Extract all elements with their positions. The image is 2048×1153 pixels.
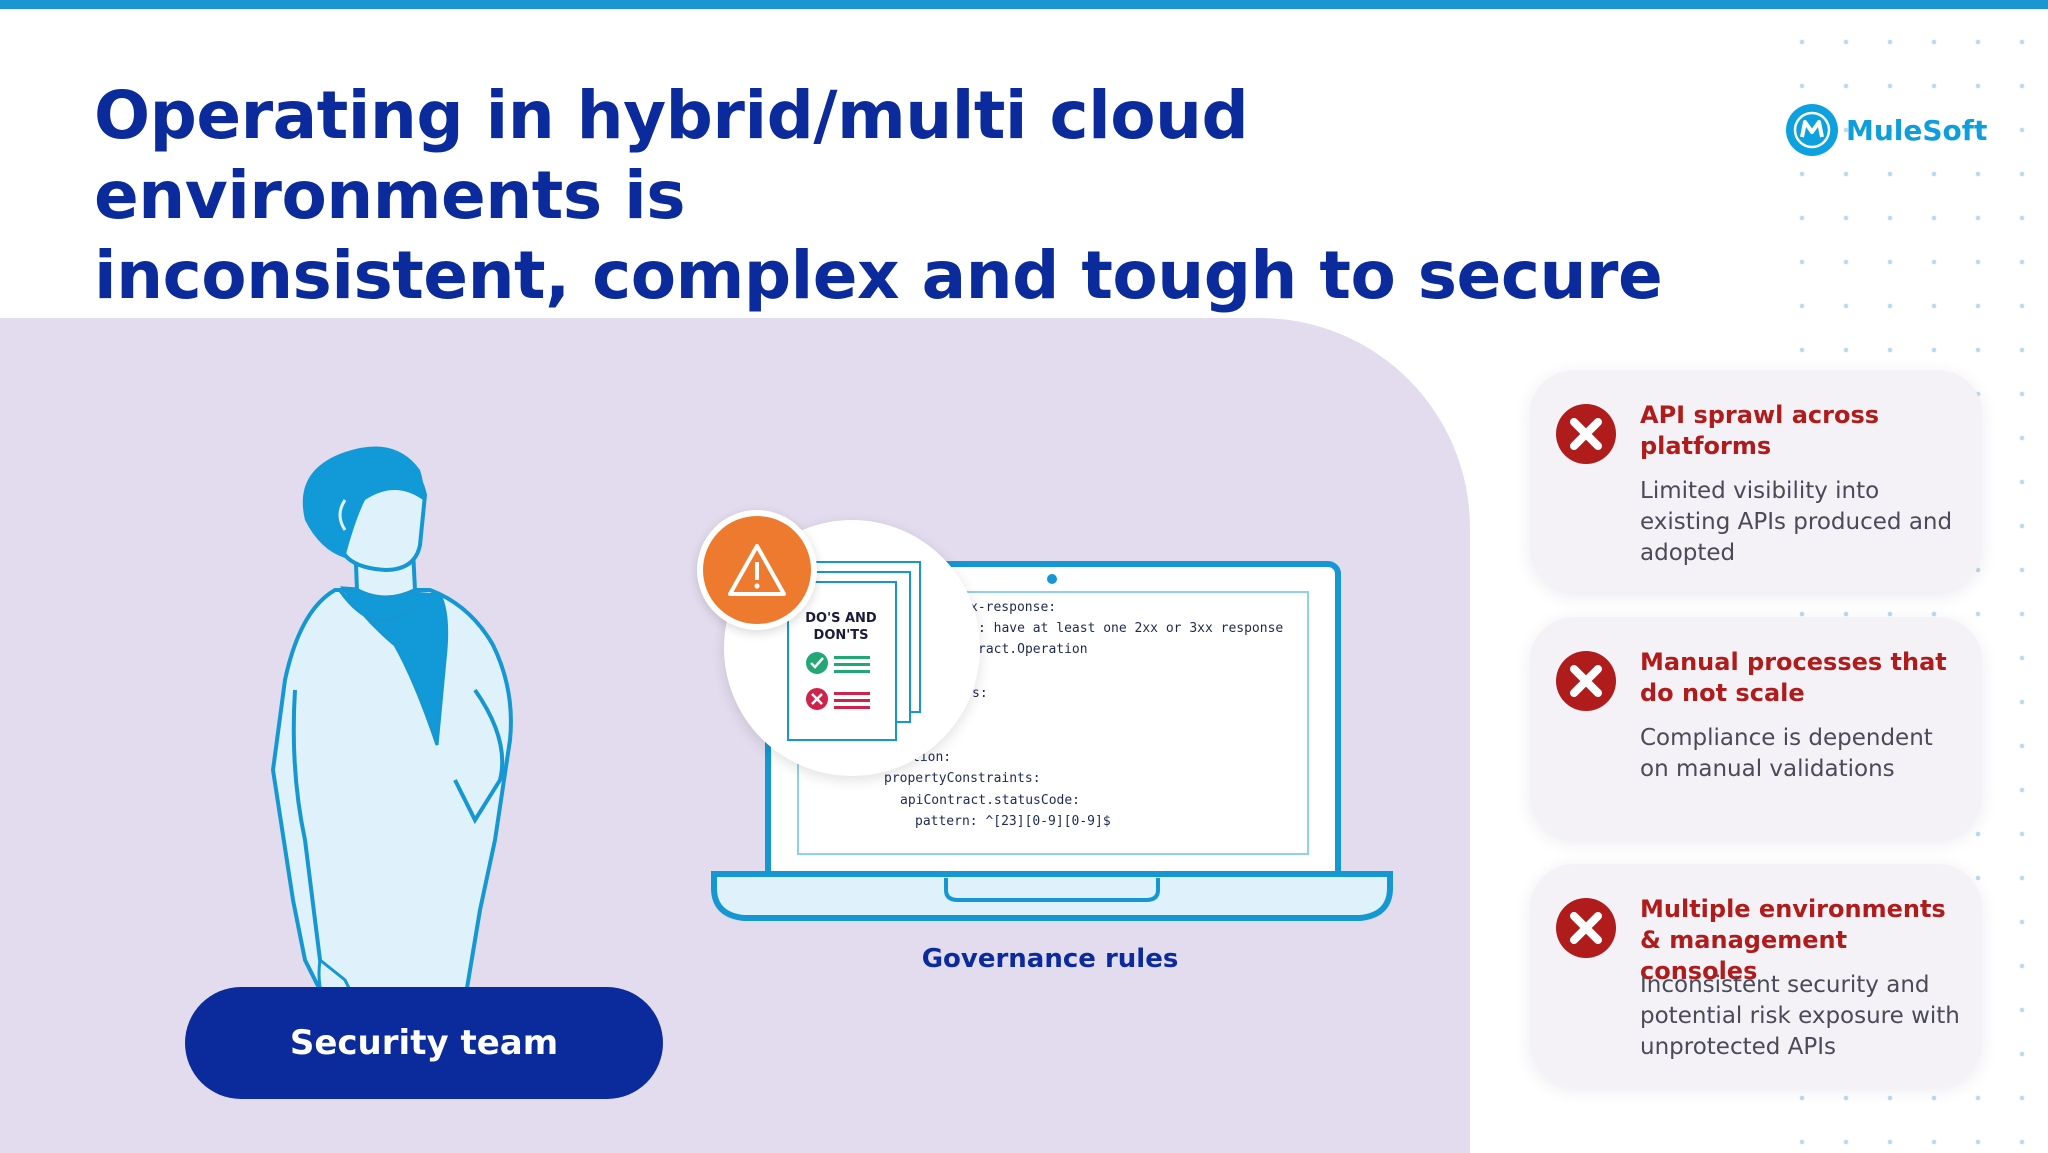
issue-card-description: Inconsistent security and potential risk… bbox=[1640, 972, 1960, 1060]
x-icon bbox=[1556, 651, 1616, 711]
code-line-4: s: bbox=[972, 686, 988, 701]
issue-card-title: Multiple environments & management conso… bbox=[1640, 895, 1946, 985]
dos-donts-title-line-2: DON'TS bbox=[813, 628, 869, 643]
mulesoft-logo: MuleSoft bbox=[1786, 104, 1987, 156]
code-line-2: : have at least one 2xx or 3xx response bbox=[978, 621, 1284, 636]
code-line-8: pattern: ^[23][0-9][0-9]$ bbox=[915, 814, 1111, 829]
code-line-3: ract.Operation bbox=[978, 642, 1088, 657]
issue-card-title: Manual processes that do not scale bbox=[1640, 648, 1947, 707]
page-title-line-1: Operating in hybrid/multi cloud environm… bbox=[94, 77, 1249, 234]
code-line-7: apiContract.statusCode: bbox=[900, 793, 1081, 808]
issue-card-multiple-environments: Multiple environments & management conso… bbox=[1530, 864, 1982, 1086]
code-line-1: x-response: bbox=[970, 600, 1057, 615]
dos-donts-document: DO'S AND DON'TS bbox=[724, 520, 980, 776]
dos-donts-title: DO'S AND DON'TS bbox=[796, 610, 886, 644]
mulesoft-logo-text: MuleSoft bbox=[1846, 113, 1988, 147]
issue-card-title: API sprawl across platforms bbox=[1640, 401, 1880, 460]
warning-icon bbox=[728, 544, 786, 596]
mulesoft-logo-icon bbox=[1786, 104, 1838, 156]
security-team-text: Security team bbox=[289, 1023, 559, 1063]
code-line-6: propertyConstraints: bbox=[884, 771, 1041, 786]
issue-card-api-sprawl: API sprawl across platforms Limited visi… bbox=[1530, 370, 1982, 592]
page-title: Operating in hybrid/multi cloud environm… bbox=[94, 76, 1734, 316]
issue-card-description: Compliance is dependent on manual valida… bbox=[1640, 725, 1933, 782]
x-icon bbox=[1556, 404, 1616, 464]
issue-card-manual-processes: Manual processes that do not scale Compl… bbox=[1530, 617, 1982, 839]
governance-rules-label: Governance rules bbox=[921, 944, 1179, 974]
security-team-label: Security team bbox=[185, 987, 663, 1099]
dos-donts-title-line-1: DO'S AND bbox=[805, 611, 877, 626]
security-person-illustration bbox=[271, 446, 513, 1040]
warning-badge bbox=[697, 510, 817, 630]
page-title-line-2: inconsistent, complex and tough to secur… bbox=[94, 237, 1663, 314]
issue-card-description: Limited visibility into existing APIs pr… bbox=[1640, 478, 1953, 566]
x-icon bbox=[1556, 898, 1616, 958]
top-accent-bar bbox=[0, 0, 2048, 9]
